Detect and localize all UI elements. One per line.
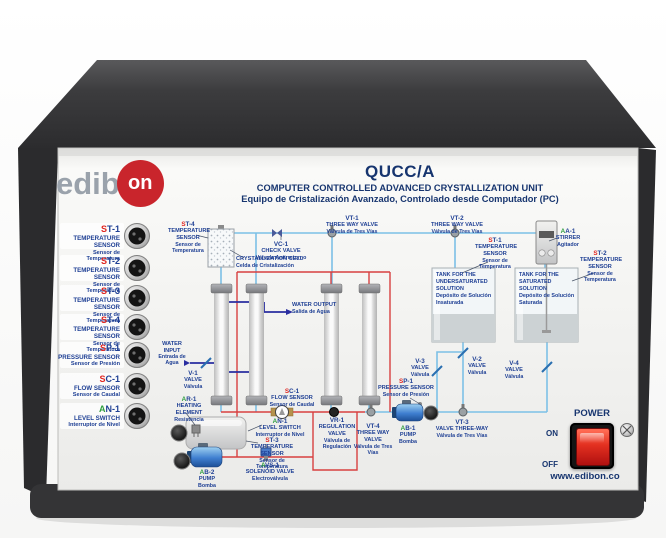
stirrer-device <box>535 220 558 333</box>
solenoid-valve-symbol <box>260 444 272 461</box>
connector-st3 <box>124 285 150 311</box>
water-output-arrow <box>286 309 293 315</box>
left-connector-plates <box>60 223 124 429</box>
column-1 <box>210 283 233 406</box>
v2-valve-symbol <box>457 347 469 359</box>
column-2 <box>245 283 268 406</box>
crystallization-cell <box>207 225 235 268</box>
power-off-label: OFF <box>542 460 558 469</box>
panel-screw <box>620 423 634 437</box>
flow-sensor-symbol <box>270 405 294 419</box>
vr1-regulation-valve-symbol <box>329 407 339 417</box>
connector-sc1 <box>124 373 150 399</box>
connector-st2 <box>124 255 150 281</box>
title-english: COMPUTER CONTROLLED ADVANCED CRYSTALLIZA… <box>256 183 544 193</box>
panel-knobs <box>170 405 439 470</box>
v3-valve-symbol <box>431 365 443 377</box>
check-valve-vc1 <box>272 229 282 237</box>
power-label: POWER <box>574 408 610 419</box>
vt1-symbol <box>327 225 337 238</box>
vt2-symbol <box>450 225 460 238</box>
logo-text: edib <box>56 165 120 201</box>
logo-red-circle: on <box>116 160 164 207</box>
leader-lines <box>185 234 595 444</box>
din-connectors <box>124 223 150 429</box>
crystallizer-columns <box>210 283 381 406</box>
vt4-symbol <box>366 404 376 417</box>
website-text: www.edibon.co <box>550 471 620 482</box>
panel-title: QUCC/A COMPUTER CONTROLLED ADVANCED CRYS… <box>215 162 585 204</box>
pump-ab1 <box>392 400 424 422</box>
heating-element <box>191 424 201 437</box>
connector-st4 <box>124 314 150 340</box>
water-input-arrow <box>184 360 190 366</box>
edibon-logo: edib on <box>56 160 164 207</box>
valve-symbols <box>200 347 553 377</box>
power-rocker[interactable] <box>576 428 610 466</box>
connector-an1 <box>124 403 150 429</box>
three-way-valves <box>327 225 468 417</box>
title-spanish: Equipo de Cristalización Avanzado, Contr… <box>241 194 559 204</box>
chassis-base <box>30 484 644 518</box>
v4-valve-symbol <box>541 361 553 373</box>
power-switch[interactable] <box>570 423 614 469</box>
chassis-top <box>18 60 656 148</box>
panel-top-seam <box>58 148 638 156</box>
chassis-left-side <box>18 148 58 498</box>
undersaturated-tank <box>431 267 496 343</box>
vt3-symbol <box>458 404 468 417</box>
connector-sp1 <box>124 342 150 368</box>
power-on-label: ON <box>546 429 558 438</box>
connector-st1 <box>124 223 150 249</box>
model-code: QUCC/A <box>364 162 436 181</box>
column-3 <box>320 283 343 406</box>
v1-valve-symbol <box>200 357 212 369</box>
